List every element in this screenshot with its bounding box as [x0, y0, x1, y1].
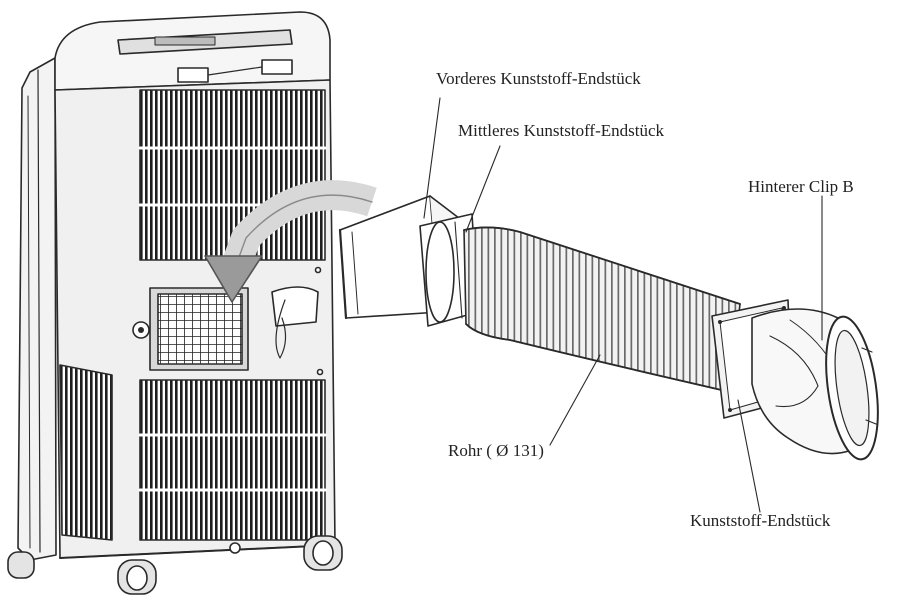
leader-middle-end-piece	[465, 145, 501, 233]
hose-assembly	[338, 195, 879, 461]
install-arrow-head	[204, 255, 263, 303]
side-filter-grille	[59, 364, 113, 541]
leader-lines	[423, 97, 823, 513]
power-cord-holder	[271, 286, 319, 327]
top-clip-right	[261, 59, 293, 75]
label-rear-clip: Hinterer Clip B	[748, 177, 854, 196]
label-middle-end-piece: Mittleres Kunststoff-Endstück	[458, 121, 665, 140]
unit-side-panel	[17, 57, 57, 561]
leader-front-end-piece	[423, 97, 441, 219]
wheel-rear-left	[7, 551, 35, 579]
rear-window-clip	[825, 315, 879, 461]
flexible-hose	[463, 226, 741, 393]
air-conditioner-unit	[7, 11, 343, 595]
install-arrow	[204, 180, 377, 303]
lower-vent-grille	[139, 379, 326, 541]
wheel-front-right	[303, 535, 343, 571]
label-end-piece: Kunststoff-Endstück	[690, 511, 831, 530]
leader-hose	[549, 354, 601, 446]
unit-side-edge	[37, 69, 41, 553]
top-clip-left	[177, 67, 209, 83]
label-hose: Rohr ( Ø 131)	[448, 441, 544, 460]
wheel-front-left	[117, 559, 157, 595]
label-front-end-piece: Vorderes Kunststoff-Endstück	[436, 69, 641, 88]
leader-end-piece	[737, 399, 761, 513]
